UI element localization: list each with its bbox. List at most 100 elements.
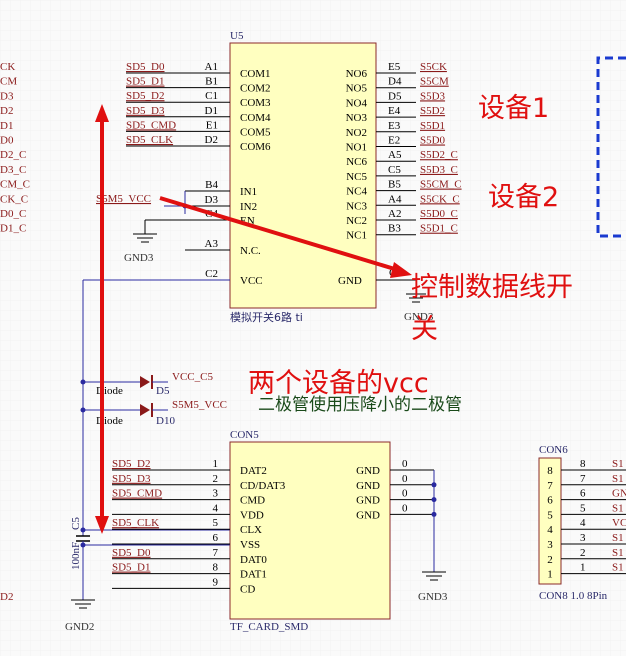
left-edge-label: D3 bbox=[0, 90, 14, 102]
u5-right-pin-name: NO4 bbox=[346, 97, 368, 109]
u5-left-net: SD5_D3 bbox=[126, 105, 165, 117]
u5-ctrl-pin-name: N.C. bbox=[240, 245, 261, 257]
con5-ref: CON5 bbox=[230, 429, 259, 441]
u5-right-pin-name: NO1 bbox=[346, 142, 367, 154]
u5-right-pin-num: D4 bbox=[388, 76, 402, 88]
u5-ctrl-pin-num: C2 bbox=[205, 268, 218, 280]
u5-ctrl-pin-name: IN1 bbox=[240, 186, 257, 198]
u5-left-pin-num: D2 bbox=[205, 134, 218, 146]
con5-gnd-name: GND bbox=[356, 495, 380, 507]
u5-right-net: S5CM bbox=[420, 76, 449, 88]
con5-gnd-name: GND bbox=[356, 465, 380, 477]
annotation-control-line1: 控制数据线开 bbox=[411, 272, 573, 303]
d10-net: S5M5_VCC bbox=[172, 399, 227, 411]
u5-left-pin-name: COM6 bbox=[240, 141, 271, 153]
con5-pin-num: 1 bbox=[213, 458, 219, 470]
con6-inner-num: 3 bbox=[547, 539, 553, 551]
con6-inner-num: 4 bbox=[547, 524, 553, 536]
u5-left-net: SD5_CLK bbox=[126, 134, 173, 146]
u5-left-net: SD5_D1 bbox=[126, 76, 165, 88]
con6-net: S1 bbox=[612, 473, 624, 485]
junction-d10 bbox=[80, 407, 86, 413]
con5-pin-num: 5 bbox=[213, 517, 219, 529]
con5-net: SD5_D2 bbox=[112, 458, 151, 470]
u5-ctrl-pin-num: D3 bbox=[205, 194, 219, 206]
u5-left-pin-num: E1 bbox=[206, 119, 218, 131]
con5-pin-num: 6 bbox=[213, 532, 219, 544]
left-edge-label: D1 bbox=[0, 120, 13, 132]
u5-ctrl-pin-name: VCC bbox=[240, 275, 263, 287]
con5-body[interactable] bbox=[229, 441, 391, 620]
u5-right-pin-num: A2 bbox=[388, 208, 401, 220]
con5-pin-name: VDD bbox=[240, 509, 264, 521]
con6-pin-num: 5 bbox=[580, 502, 586, 514]
u5-right-net: S5D2 bbox=[420, 105, 445, 117]
con6-net: VC bbox=[612, 517, 626, 529]
con5-pin-num: 9 bbox=[213, 576, 219, 588]
u5-right-net: S5CK bbox=[420, 61, 447, 73]
con6-pin-num: 8 bbox=[580, 458, 586, 470]
con5-pin-name: CD bbox=[240, 583, 255, 595]
con5-pin-name: DAT2 bbox=[240, 465, 267, 477]
u5-right-net: S5CM_C bbox=[420, 179, 462, 191]
con6-inner-num: 2 bbox=[547, 554, 553, 566]
u5-left-pin-name: COM1 bbox=[240, 68, 271, 80]
con6-net: S1 bbox=[612, 547, 624, 559]
u5-right-net: S5D1_C bbox=[420, 223, 458, 235]
u5-left-pin-num: A1 bbox=[205, 61, 218, 73]
u5-right-pin-num: E4 bbox=[388, 105, 401, 117]
ctrl-gnd-net: GND3 bbox=[124, 252, 154, 264]
con5-pin-num: 3 bbox=[213, 488, 219, 500]
diagonal-arrow bbox=[159, 196, 412, 278]
u5-right-net: S5D2_C bbox=[420, 149, 458, 161]
u5-gnd-pin-name: GND bbox=[338, 275, 362, 287]
con5-net: SD5_D1 bbox=[112, 562, 151, 574]
con6-inner-num: 7 bbox=[547, 480, 553, 492]
u5-ref: U5 bbox=[230, 30, 244, 42]
u5-ctrl-pin-num: A3 bbox=[205, 238, 219, 250]
c5-ref: C5 bbox=[70, 517, 82, 530]
con5-pin-name: CD/DAT3 bbox=[240, 480, 286, 492]
con5-net: SD5_CLK bbox=[112, 517, 159, 529]
con6-net: GN bbox=[612, 488, 626, 500]
u5-ctrl-pin-name: IN2 bbox=[240, 201, 257, 213]
u5-right-net: S5D0_C bbox=[420, 208, 458, 220]
c5-value: 100nF bbox=[70, 542, 82, 570]
left-edge-label: D2_C bbox=[0, 149, 26, 161]
con6-pin-num: 3 bbox=[580, 532, 586, 544]
annotation-vcc: 两个设备的vcc bbox=[248, 368, 429, 399]
u5-right-pin-name: NO3 bbox=[346, 112, 368, 124]
con6-pin-num: 6 bbox=[580, 488, 586, 500]
con5-net: SD5_CMD bbox=[112, 488, 162, 500]
left-edge-label: CM_C bbox=[0, 179, 30, 191]
u5-right-net: S5D1 bbox=[420, 120, 445, 132]
d5-ref: D5 bbox=[156, 385, 170, 397]
con5-pin-num: 8 bbox=[213, 562, 219, 574]
c5-gnd-net: GND2 bbox=[65, 621, 94, 633]
con5-gnd-name: GND bbox=[356, 509, 380, 521]
u5-right-net: S5CK_C bbox=[420, 193, 460, 205]
left-edge-label: CK bbox=[0, 61, 15, 73]
con6-body[interactable] bbox=[538, 457, 562, 585]
u5-right-pin-name: NC5 bbox=[346, 171, 367, 183]
con6-net: S1 bbox=[612, 458, 624, 470]
con5-gnd-num: 0 bbox=[402, 488, 408, 500]
con5-pin-name: CMD bbox=[240, 495, 265, 507]
c5-gnd-symbol bbox=[71, 599, 95, 609]
con6-inner-num: 1 bbox=[547, 569, 553, 581]
ctrl-net-label: S5M5_VCC bbox=[96, 193, 151, 205]
vertical-double-arrow bbox=[95, 104, 109, 534]
u5-right-net: S5D3_C bbox=[420, 164, 458, 176]
ctrl-gnd-symbol bbox=[133, 233, 157, 243]
annotation-device1: 设备1 bbox=[478, 93, 549, 124]
u5-right-pin-name: NC6 bbox=[346, 156, 367, 168]
u5-body[interactable] bbox=[229, 42, 377, 309]
u5-right-pin-num: D5 bbox=[388, 90, 402, 102]
u5-right-net: S5D3 bbox=[420, 90, 446, 102]
con6-pin-num: 1 bbox=[580, 562, 586, 574]
u5-right-pin-name: NO2 bbox=[346, 127, 367, 139]
